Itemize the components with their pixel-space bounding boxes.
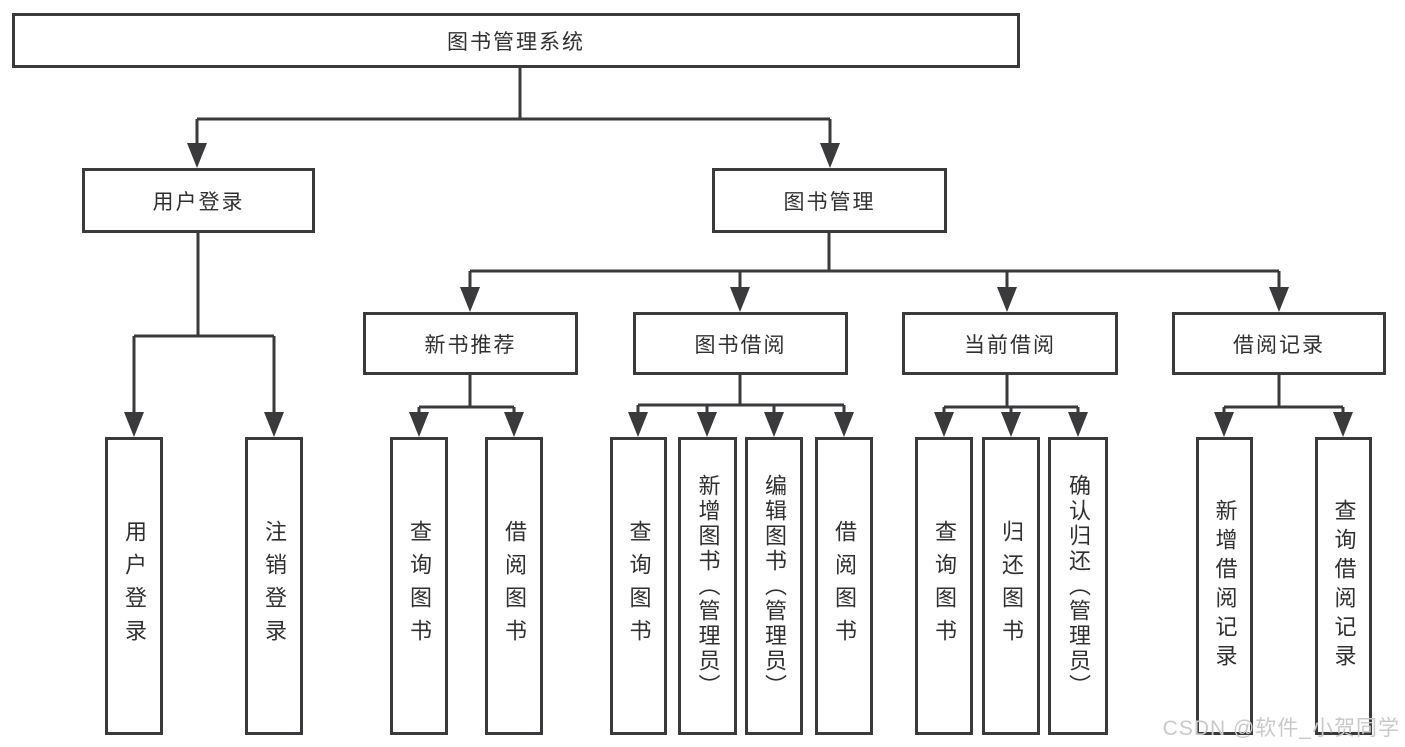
leaf-query-books-recommend: 查询图书 [390, 437, 448, 735]
leaf-user-login: 用户登录 [105, 437, 163, 735]
leaf-query-books-recommend-label: 查询图书 [407, 520, 432, 652]
leaf-borrow-books-label: 借阅图书 [832, 520, 857, 652]
leaf-query-books-current: 查询图书 [915, 437, 973, 735]
leaf-add-book-admin-label: 新增图书（管理员） [695, 473, 721, 699]
leaf-logout-label: 注销登录 [262, 520, 287, 652]
leaf-query-books-borrowing: 查询图书 [610, 437, 667, 735]
connector-lines [132, 68, 1345, 418]
leaf-confirm-return-admin-label: 确认归还（管理员） [1066, 473, 1091, 699]
leaf-user-login-label: 用户登录 [122, 520, 147, 652]
leaf-add-borrow-record-label: 新增借阅记录 [1212, 499, 1238, 673]
leaf-query-books-current-label: 查询图书 [932, 520, 957, 652]
leaf-edit-book-admin-label: 编辑图书（管理员） [762, 473, 787, 699]
node-book-management: 图书管理 [712, 168, 947, 233]
node-borrowing-records: 借阅记录 [1172, 312, 1386, 375]
node-library-system: 图书管理系统 [12, 13, 1020, 68]
leaf-add-borrow-record: 新增借阅记录 [1196, 437, 1253, 735]
node-new-book-recommendation: 新书推荐 [363, 312, 578, 375]
leaf-query-books-borrowing-label: 查询图书 [626, 520, 652, 652]
leaf-logout: 注销登录 [245, 437, 303, 735]
leaf-borrow-books-recommend: 借阅图书 [485, 437, 543, 735]
leaf-edit-book-admin: 编辑图书（管理员） [745, 437, 803, 735]
leaf-return-books-label: 归还图书 [999, 520, 1024, 652]
leaf-query-borrow-record-label: 查询借阅记录 [1331, 499, 1357, 673]
arrowheads [124, 143, 1353, 437]
leaf-confirm-return-admin: 确认归还（管理员） [1048, 437, 1108, 735]
leaf-query-borrow-record: 查询借阅记录 [1315, 437, 1372, 735]
leaf-borrow-books-recommend-label: 借阅图书 [502, 520, 527, 652]
node-book-borrowing: 图书借阅 [633, 312, 848, 375]
node-current-borrowing: 当前借阅 [902, 312, 1118, 375]
leaf-add-book-admin: 新增图书（管理员） [678, 437, 737, 735]
leaf-return-books: 归还图书 [982, 437, 1040, 735]
node-user-login: 用户登录 [82, 168, 315, 233]
leaf-borrow-books: 借阅图书 [815, 437, 873, 735]
